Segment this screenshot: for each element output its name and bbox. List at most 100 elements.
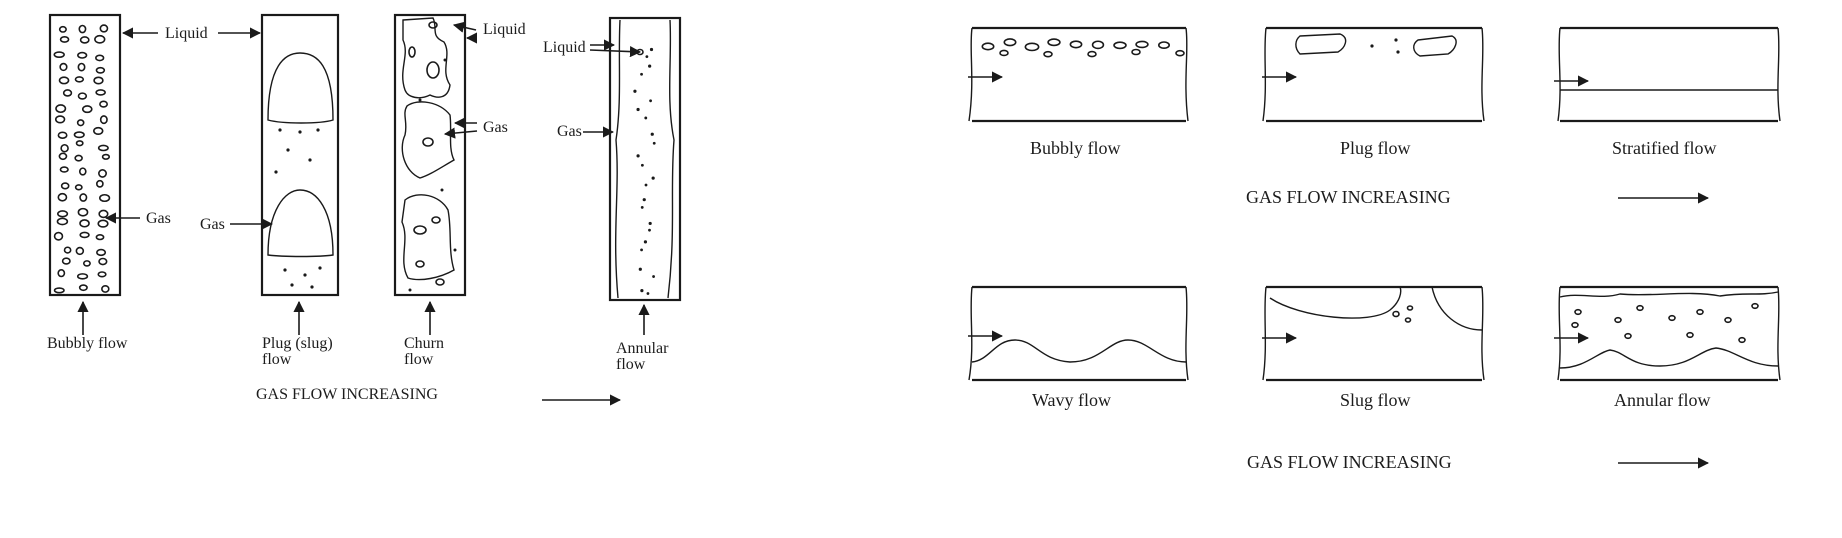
vertical-churn-label-2: flow [404,351,434,368]
horizontal-gas-flow-caption-2: GAS FLOW INCREASING [1247,452,1452,472]
droplet [652,275,655,278]
droplet [1396,50,1400,54]
droplet [283,268,287,272]
bubble [57,131,68,139]
droplet [645,55,649,59]
vertical-annular-label-1: Annular [616,340,669,357]
liquid-callout-label-annular: Liquid [543,39,586,56]
horizontal-slug-pipe [1262,285,1485,382]
bubble [1087,50,1097,58]
droplet [648,228,651,232]
bubble [78,284,88,292]
gas-callout-label-churn: Gas [483,119,508,136]
bubble [1392,310,1400,318]
bubble [77,92,88,100]
bubble [99,100,108,108]
gas-callout-arrow-churn-2 [443,127,478,139]
vertical-churn-label-1: Churn [404,335,444,352]
horizontal-plug-label: Plug flow [1340,138,1411,158]
bubble [1131,48,1141,56]
droplet [633,89,637,93]
bubble [76,119,85,127]
droplet [636,154,640,158]
bubble [101,284,110,293]
bubble [53,231,64,241]
vertical-gas-flow-caption: GAS FLOW INCREASING [256,386,438,403]
bubble [1574,308,1582,316]
bubble [99,193,111,203]
droplet [650,132,654,136]
bubble [75,140,84,147]
droplet [1394,38,1398,42]
droplet [308,158,312,162]
bubble [97,271,107,278]
bubble [96,179,104,188]
droplet [274,170,278,174]
bubble [53,51,65,59]
bubble [61,257,71,265]
gas-callout-label-annular: Gas [557,123,582,140]
bubble [1624,332,1632,340]
horizontal-slug-label: Slug flow [1340,390,1411,410]
bubble [95,89,106,96]
bubble [58,25,67,33]
horizontal-gas-flow-caption-1: GAS FLOW INCREASING [1246,187,1451,207]
droplet [649,99,652,103]
bubble [93,126,104,136]
bubble [60,143,69,153]
gas-callout-label: Gas [146,210,171,227]
bubble [79,219,90,228]
bubble [74,154,83,162]
horizontal-bubbly-label: Bubbly flow [1030,138,1121,158]
vertical-annular-label-2: flow [616,356,646,373]
bubble [99,115,108,125]
bubble [1135,40,1149,49]
droplet [640,163,644,167]
bubble [57,269,66,278]
bubble [79,36,90,44]
bubble [53,287,65,294]
bubble [76,273,89,280]
bubble [1404,317,1412,323]
bubble [1668,314,1676,322]
bubble [57,192,68,202]
vertical-churn-pipe [393,13,467,297]
bubble [1175,49,1185,57]
droplet [642,198,646,202]
gas-callout-label-plug: Gas [200,216,225,233]
vertical-plug-label-1: Plug (slug) [262,335,333,352]
bubble [99,24,109,33]
bubble [73,131,85,139]
bubble [1024,42,1040,52]
bubble [95,54,105,62]
bubble [78,24,87,34]
liquid-callout-label: Liquid [165,25,208,42]
liquid-callout-label-churn: Liquid [483,21,526,38]
droplet [640,205,644,209]
droplet [640,289,644,293]
bubble [57,210,69,218]
bubble [999,49,1009,57]
droplet [290,283,294,287]
liquid-callout-arrow-churn [452,21,477,33]
bubble [422,137,434,147]
bubble [1043,50,1053,58]
droplet [640,72,643,76]
droplet [638,267,642,271]
droplet [453,248,457,252]
bubble [60,182,70,190]
vertical-plug-pipe [260,13,340,297]
bubble [58,76,70,85]
droplet [644,116,648,120]
droplet [418,98,422,102]
horizontal-flow-diagram: Bubbly flow Plug flow Stratified flow GA… [968,26,1781,472]
bubble [74,184,83,191]
bubble [1614,316,1622,324]
droplet [298,130,302,134]
bubble [56,217,69,226]
bubble [79,193,88,202]
bubble [81,105,93,114]
droplet [636,107,640,112]
bubble [78,167,87,176]
bubble [95,234,105,241]
